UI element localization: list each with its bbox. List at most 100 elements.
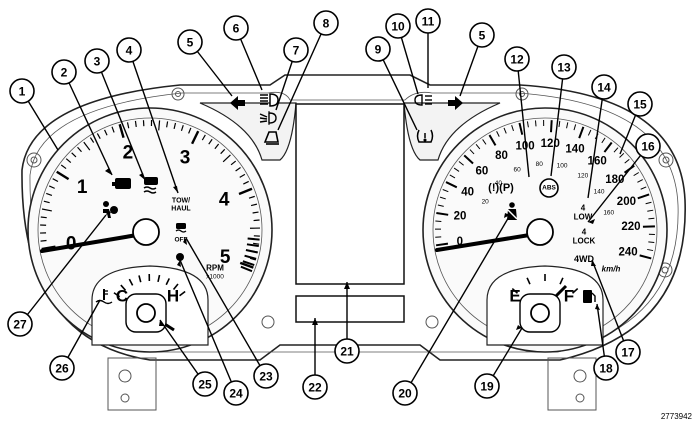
callout-15: 15 <box>627 91 653 117</box>
tach-tick <box>89 137 95 143</box>
fuel-pump-icon <box>583 290 596 303</box>
speedo-tick <box>518 122 524 135</box>
speedo-hub <box>526 218 554 246</box>
rpm-unit-label: RPM <box>206 264 224 273</box>
speed-unit-label: km/h <box>602 265 621 274</box>
tach-tick <box>134 120 137 127</box>
callout-number: 20 <box>398 387 412 401</box>
odometer-display <box>295 295 405 323</box>
speedo-tick <box>435 242 449 247</box>
speedo-tick <box>496 131 500 137</box>
door-ajar-icon <box>263 131 279 145</box>
temp-tick <box>113 292 121 298</box>
callout-number: 2 <box>61 66 68 80</box>
tach-number: 3 <box>180 148 191 169</box>
callout-number: 26 <box>55 362 69 376</box>
rear-fog-lamp-icon <box>414 94 432 106</box>
speedo-tick <box>436 211 449 216</box>
temp-tick <box>157 274 161 283</box>
callout-number: 15 <box>633 98 647 112</box>
tach-tick <box>118 123 125 139</box>
callout-number: 5 <box>187 36 194 50</box>
temp-tick <box>179 290 186 297</box>
fuel-tick-marks <box>511 274 579 294</box>
callout-9: 9 <box>365 36 391 62</box>
speedo-inner-number: 100 <box>557 163 568 170</box>
callout-17: 17 <box>615 339 641 365</box>
callout-19: 19 <box>474 373 500 399</box>
callout-24: 24 <box>223 380 249 406</box>
speedo-tick <box>463 154 474 165</box>
speedo-number: 40 <box>461 187 474 199</box>
tach-tick <box>83 141 91 151</box>
tach-tick <box>56 170 70 181</box>
speedo-tick <box>648 241 655 244</box>
speedo-tick <box>449 174 456 179</box>
tach-tick <box>243 180 249 185</box>
abs-label: ABS <box>542 185 556 192</box>
fuel-tick <box>571 287 579 294</box>
callout-10: 10 <box>385 13 411 39</box>
tach-tick <box>52 178 59 183</box>
tach-tick <box>111 126 115 133</box>
tire-pressure-icon <box>416 129 434 143</box>
left-turn-signal-icon <box>230 96 245 110</box>
callout-21: 21 <box>334 338 360 364</box>
tach-tick <box>104 129 108 136</box>
callout-number: 24 <box>229 387 243 401</box>
fuel-tick <box>559 277 564 285</box>
coolant-temp-icon <box>95 289 113 305</box>
tach-tick <box>96 133 101 139</box>
seatbelt-icon <box>506 202 518 220</box>
speedo-tick <box>624 158 630 164</box>
tach-tick <box>249 257 257 261</box>
speedo-tick <box>566 122 569 129</box>
callout-6: 6 <box>223 15 249 41</box>
callout-16: 16 <box>635 133 661 159</box>
callout-8: 8 <box>313 10 339 36</box>
abs-indicator-icon: ABS <box>539 178 559 198</box>
callout-27: 27 <box>7 311 33 337</box>
callout-number: 27 <box>13 318 27 332</box>
speedo-tick <box>534 120 537 127</box>
speedo-inner-number: 120 <box>577 172 588 179</box>
fuel-tick <box>526 277 531 285</box>
callout-23: 23 <box>253 363 279 389</box>
tach-redline-mark <box>244 254 257 260</box>
speedo-number: 80 <box>495 150 508 162</box>
tach-tick <box>40 216 47 219</box>
callout-number: 13 <box>557 61 571 75</box>
tach-tick <box>253 242 260 245</box>
tach-tick-marks <box>40 120 260 273</box>
tach-tick <box>158 120 161 131</box>
callout-number: 23 <box>259 370 273 384</box>
left-indicator-hood <box>199 102 297 161</box>
tach-tick <box>65 158 72 164</box>
temp-tick <box>138 275 142 283</box>
speedo-number: 140 <box>565 143 584 155</box>
speedo-tick <box>637 193 650 200</box>
tach-tick <box>41 208 52 212</box>
callout-2: 2 <box>51 59 77 85</box>
callout-arrowheads <box>105 168 600 330</box>
callout-12: 12 <box>504 46 530 72</box>
speedo-number: 240 <box>618 246 637 258</box>
speedo-tick <box>603 141 613 153</box>
tach-number: 2 <box>123 143 134 164</box>
callout-7: 7 <box>283 37 309 63</box>
tach-tick <box>222 154 231 163</box>
speedo-tick <box>573 124 577 131</box>
tach-tick <box>238 187 253 196</box>
tach-tick <box>250 203 258 207</box>
center-display <box>295 103 405 285</box>
speedo-number: 160 <box>588 156 607 168</box>
temp-hot-label: H <box>167 287 179 306</box>
callout-25: 25 <box>192 371 218 397</box>
tach-tick <box>220 148 226 155</box>
callout-22: 22 <box>302 374 328 400</box>
tach-tick <box>48 185 55 189</box>
tach-tick <box>248 195 255 199</box>
speedo-tick <box>578 126 585 139</box>
